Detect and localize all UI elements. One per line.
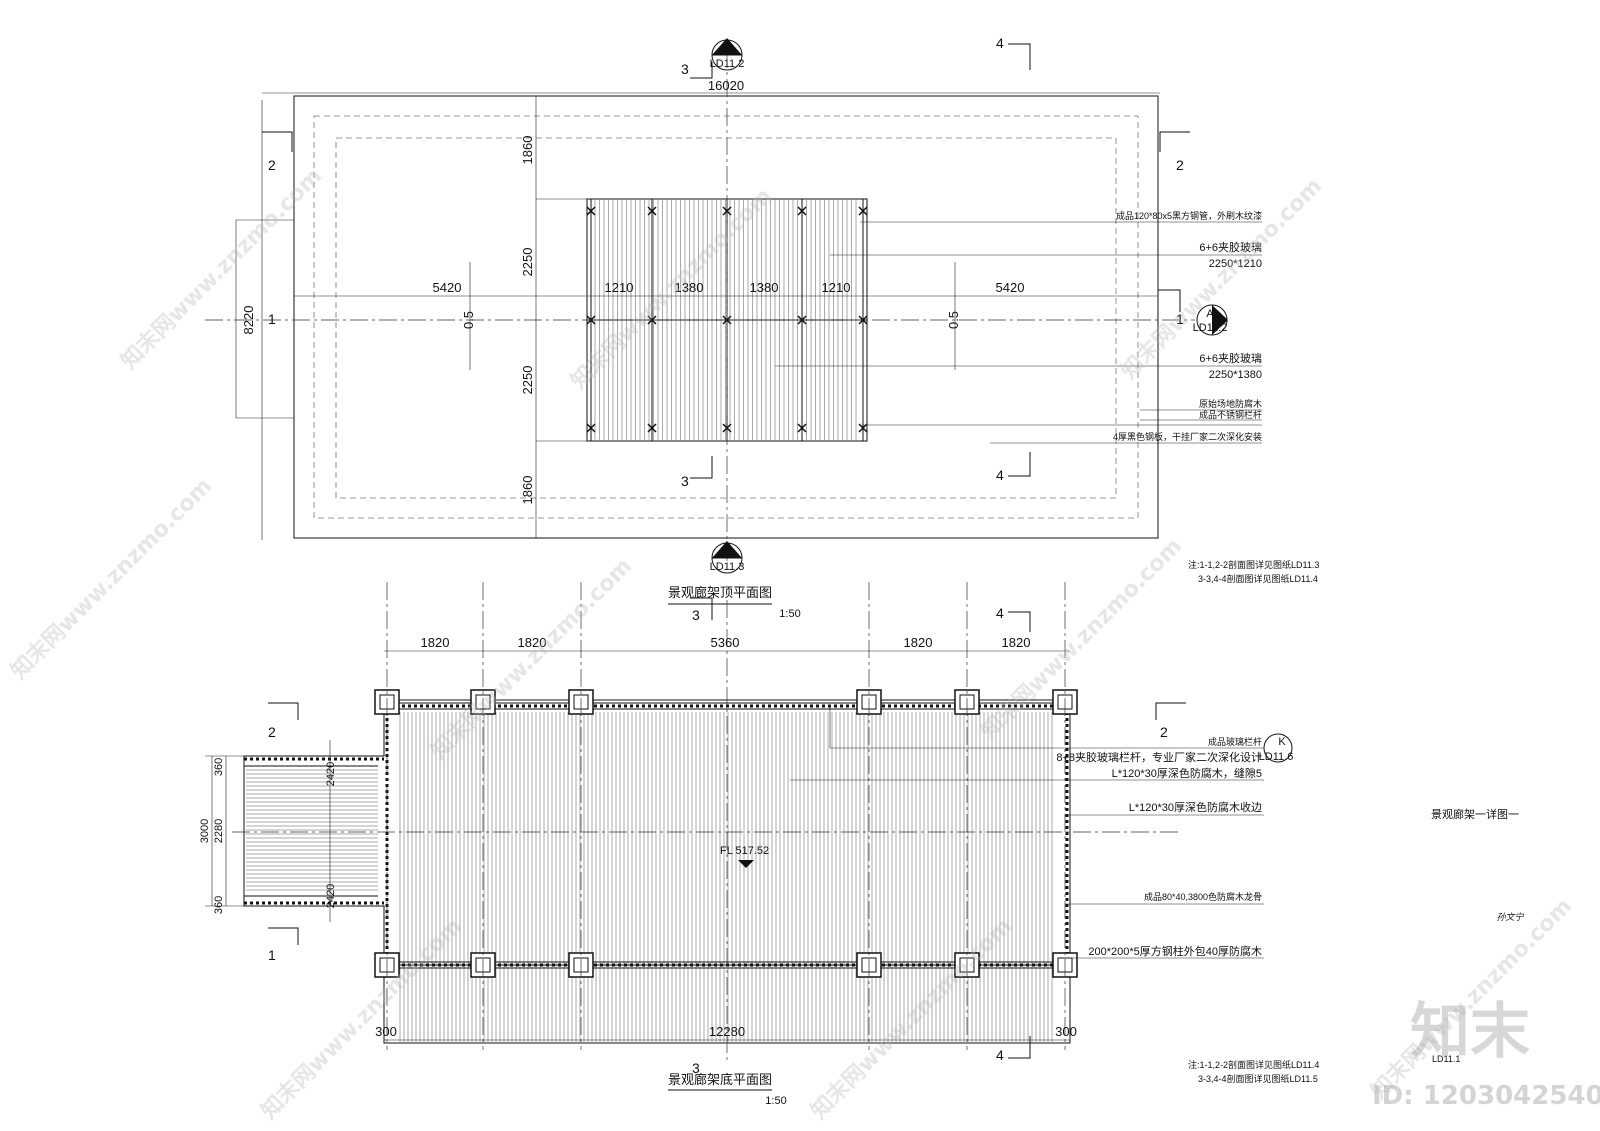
slope-left: 0.5	[461, 311, 476, 329]
dim-bay-2: 1380	[675, 280, 704, 295]
designer-signature: 孙文宁	[1496, 912, 1524, 922]
leader-glass-b: 6+6夹胶玻璃	[1199, 351, 1262, 365]
leader-glass-a: 6+6夹胶玻璃	[1199, 240, 1262, 254]
columns	[374, 689, 1078, 978]
dim-right-span: 5420	[996, 280, 1025, 295]
dim-bay-1: 1210	[605, 280, 634, 295]
dim-overall-length: 12280	[709, 1024, 745, 1039]
section-mark-3-top: 3	[681, 61, 689, 77]
dim-entry-top: 360	[213, 758, 225, 776]
detail-a-sheet: LD11.2	[1193, 322, 1228, 334]
section-mark-1-left: 1	[268, 311, 276, 327]
leader-glass-a-size: 2250*1210	[1209, 258, 1262, 270]
bottom-plan-scale: 1:50	[765, 1095, 786, 1107]
leader-laminated-railing: 8+8夹胶玻璃栏杆，专业厂家二次深化设计	[1056, 750, 1262, 764]
watermark-id: ID: 1203042540	[1372, 1081, 1600, 1111]
leader-steel-column: 200*200*5厚方钢柱外包40厚防腐木	[1088, 944, 1262, 958]
dim-bay-d2: 1820	[518, 635, 547, 650]
leader-steel-plate: 4厚黑色钢板，干挂厂家二次深化安装	[1113, 431, 1262, 442]
detail-b-sheet: LD11.3	[710, 561, 745, 573]
leader-decking-edge: L*120*30厚深色防腐木收边	[1129, 800, 1262, 814]
section-mark-1-right: 1	[1176, 311, 1184, 327]
floor-elevation: FL 517.52	[720, 845, 769, 857]
side-caption: 景观廊架一详图一	[1431, 807, 1519, 821]
detail-b-letter: B	[723, 546, 730, 558]
dim-entry-bottom: 360	[213, 896, 225, 914]
dim-lower-bay: 2250	[520, 366, 535, 395]
detail-callout-k: K LD11.6	[1259, 733, 1294, 763]
dim-post-upper: 2420	[325, 762, 337, 786]
leader-decking: L*120*30厚深色防腐木，缝隙5	[1112, 766, 1262, 780]
dim-post-lower: 2420	[325, 884, 337, 908]
dim-bay-3: 1380	[750, 280, 779, 295]
leader-joist: 成品80*40,3800色防腐木龙骨	[1144, 891, 1262, 902]
dim-entry-total: 3000	[199, 819, 211, 843]
detail-callout-c: C LD11.2	[710, 38, 745, 71]
top-inner-dashed-outline-2	[335, 137, 1117, 499]
dim-entry-mid: 2280	[213, 819, 225, 843]
entry-decking	[246, 769, 378, 891]
detail-a-letter: A	[1206, 308, 1214, 320]
bottom-section-mark-4-bottom: 4	[996, 1047, 1004, 1063]
dim-bay-d4: 1820	[904, 635, 933, 650]
dim-end-right: 300	[1055, 1024, 1077, 1039]
top-roof-outline	[293, 95, 1159, 539]
bottom-plan-title: 景观廊架底平面图	[668, 1072, 772, 1087]
leader-railing: 成品不锈钢栏杆	[1199, 409, 1262, 420]
dim-upper-margin: 1860	[520, 136, 535, 165]
bottom-section-mark-2-right: 2	[1160, 724, 1168, 740]
section-mark-2-right: 2	[1176, 157, 1184, 173]
detail-c-sheet: LD11.2	[710, 58, 745, 70]
detail-k-sheet: LD11.6	[1259, 751, 1294, 763]
dim-upper-bay: 2250	[520, 248, 535, 277]
dim-end-left: 300	[375, 1024, 397, 1039]
watermark-text: 知末网www.znzmo.com	[806, 913, 1017, 1124]
bottom-section-mark-4-top: 4	[996, 605, 1004, 621]
section-mark-2-left: 2	[268, 157, 276, 173]
bottom-section-mark-3-top: 3	[692, 607, 700, 623]
dim-overall-width: 16020	[708, 78, 744, 93]
slope-right: 0.5	[946, 311, 961, 329]
dim-bay-d5: 1820	[1002, 635, 1031, 650]
detail-k-letter: K	[1278, 736, 1286, 748]
top-plan-note-1: 注:1-1,2-2剖面图详见图纸LD11.3	[1188, 559, 1319, 570]
top-plan-title: 景观廊架顶平面图	[668, 585, 772, 600]
top-plan-note-2: 3-3,4-4剖面图详见图纸LD11.4	[1198, 573, 1318, 584]
leader-glass-b-size: 2250*1380	[1209, 369, 1262, 381]
section-mark-3-bottom: 3	[681, 473, 689, 489]
bottom-section-mark-2-left: 2	[268, 724, 276, 740]
watermark-logo: 知末	[1410, 997, 1530, 1067]
top-inner-dashed-outline	[313, 115, 1139, 519]
section-mark-4-top: 4	[996, 35, 1004, 51]
bottom-section-mark-1: 1	[268, 947, 276, 963]
watermark-text: 知末网www.znzmo.com	[426, 553, 637, 764]
elevation-triangle-icon	[738, 860, 754, 868]
section-mark-4-bottom: 4	[996, 467, 1004, 483]
watermark-text: 知末网www.znzmo.com	[256, 913, 467, 1124]
dim-lower-margin: 1860	[520, 476, 535, 505]
dim-bay-d3: 5360	[711, 635, 740, 650]
floor-outline	[243, 699, 1071, 966]
dim-left-span: 5420	[433, 280, 462, 295]
dim-overall-height: 8220	[241, 306, 256, 335]
leader-glass-railing: 成品玻璃栏杆	[1208, 736, 1262, 747]
dim-bay-4: 1210	[822, 280, 851, 295]
bottom-plan: 1820 1820 5360 1820 1820 12280 300 300 3…	[199, 582, 1460, 1107]
watermark-text: 知末网www.znzmo.com	[6, 473, 217, 684]
leader-wood: 原始场地防腐木	[1199, 398, 1262, 409]
detail-c-letter: C	[723, 43, 731, 55]
detail-callout-b: B LD11.3	[710, 541, 745, 574]
top-plan: 16020 5420 5420 1210 1380 1380 1210 8220…	[205, 35, 1319, 620]
floor-decking	[399, 712, 1053, 1042]
sheet-ref: LD11.1	[1432, 1054, 1460, 1064]
bottom-section-mark-3-bottom: 3	[692, 1060, 700, 1076]
bottom-plan-note-2: 3-3,4-4剖面图详见图纸LD11.5	[1198, 1073, 1318, 1084]
watermark-text: 知末网www.znzmo.com	[116, 163, 327, 374]
detail-callout-a: A LD11.2	[1193, 304, 1228, 336]
top-plan-scale: 1:50	[779, 608, 800, 620]
leader-steel-frame: 成品120*80x5黑方钢管，外刷木纹漆	[1116, 210, 1262, 221]
dim-bay-d1: 1820	[421, 635, 450, 650]
bottom-plan-note-1: 注:1-1,2-2剖面图详见图纸LD11.4	[1188, 1059, 1319, 1070]
